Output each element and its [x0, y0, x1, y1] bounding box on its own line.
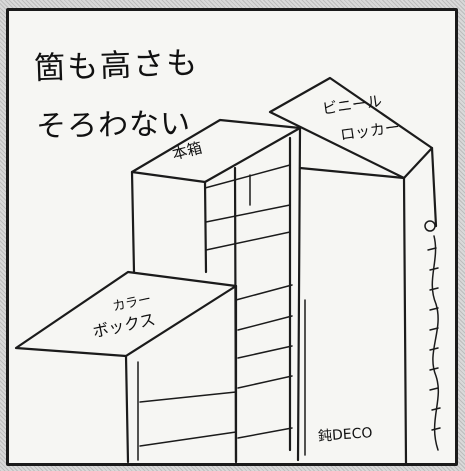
deco-label: 鈍DECO: [317, 425, 373, 445]
vinyl-locker-drawing: [268, 76, 441, 466]
comic-panel: [6, 8, 458, 466]
color-box-drawing: [14, 270, 238, 464]
title-line-2: そろわない: [35, 106, 192, 145]
zipper-icon: [424, 220, 441, 451]
title-line-1: 箇も高さも: [33, 45, 200, 87]
bookshelf-drawing: [130, 118, 302, 462]
